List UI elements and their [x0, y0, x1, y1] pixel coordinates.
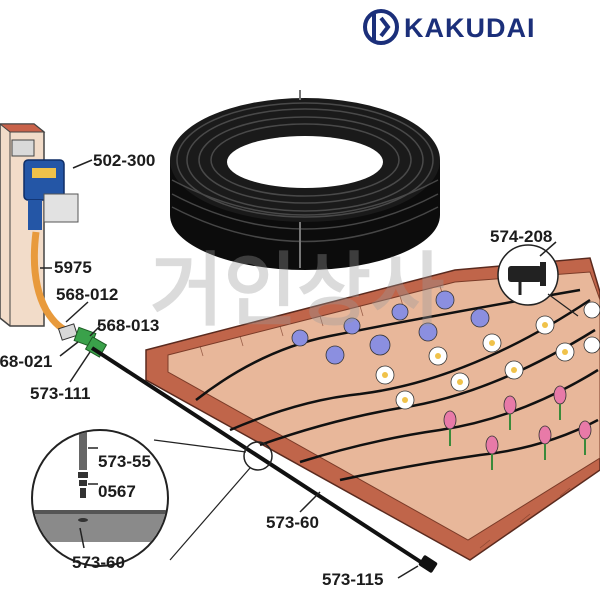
kakudai-logo-icon [363, 9, 399, 45]
label-502-300: 502-300 [93, 151, 155, 170]
detail-callout [31, 429, 251, 567]
flowers [291, 290, 600, 470]
timer-device [23, 159, 79, 230]
label-568-021: 568-021 [0, 352, 52, 371]
label-568-012: 568-012 [56, 285, 118, 304]
brand-name: KAKUDAI [404, 13, 536, 43]
label-568-013: 568-013 [97, 316, 159, 335]
label-573-115: 573-115 [322, 570, 383, 589]
kakudai-logo: KAKUDAI [363, 9, 536, 45]
main-tube [90, 346, 432, 570]
dripper-callout [497, 244, 579, 317]
tube-zoom-marker [243, 441, 273, 471]
label-573-55: 573-55 [98, 452, 151, 471]
coiled-tube-image [170, 90, 440, 270]
hose-connectors [57, 323, 108, 358]
label-573-60-detail: 573-60 [72, 553, 125, 572]
label-573-60: 573-60 [266, 513, 319, 532]
label-0567: 0567 [98, 482, 136, 501]
label-574-208: 574-208 [490, 227, 552, 246]
watermark: 거인상사 [150, 244, 444, 337]
label-573-111: 573-111 [30, 384, 91, 403]
label-5975: 5975 [54, 258, 92, 277]
end-cap [418, 555, 438, 573]
